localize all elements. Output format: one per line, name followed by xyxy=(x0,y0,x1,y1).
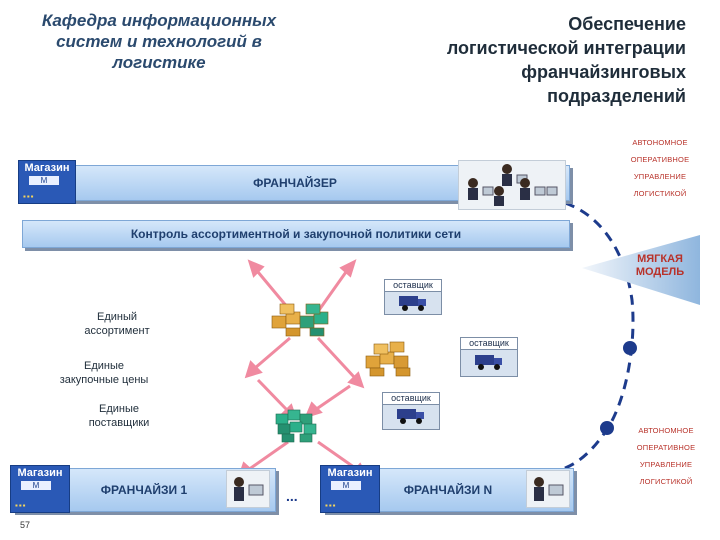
control-label: Контроль ассортиментной и закупочной пол… xyxy=(130,227,462,241)
office-worker-icon xyxy=(534,477,564,501)
shop-window-icon: ▪▪▪ xyxy=(15,501,27,510)
benefit-line: закупочные цены xyxy=(59,374,149,386)
goods-stack-top xyxy=(271,303,329,337)
franchisor-staff-icon xyxy=(458,160,566,210)
title-line: логистической интеграции xyxy=(446,38,686,58)
goods-stack-middle xyxy=(365,341,411,377)
department-title: Кафедра информационных систем и технолог… xyxy=(14,10,304,73)
benefit-line: Единые xyxy=(99,403,139,415)
autonomous-management-top: АВТОНОМНОЕ ОПЕРАТИВНОЕ УПРАВЛЕНИЕ ЛОГИСТ… xyxy=(610,134,710,202)
title-line: франчайзинговых xyxy=(521,62,686,82)
franchisee-n-shop-icon: Магазин М ▪▪▪ xyxy=(320,465,380,513)
benefit-line: ассортимент xyxy=(84,325,150,337)
shop-sign: М xyxy=(331,481,361,490)
supplier-card: оставщик xyxy=(384,279,442,315)
autonomous-line: ЛОГИСТИКОЙ xyxy=(639,477,693,486)
shop-label: Магазин xyxy=(327,467,373,479)
arrow-line xyxy=(256,378,289,412)
franchisor-label: ФРАНЧАЙЗЕР xyxy=(253,176,337,190)
arrow-head-icon xyxy=(304,401,323,419)
franchisee-1-shop-icon: Магазин М ▪▪▪ xyxy=(10,465,70,513)
shop-label: Магазин xyxy=(24,162,70,174)
shop-window-icon: ▪▪▪ xyxy=(325,501,337,510)
shop-sign: М xyxy=(29,176,59,185)
shop-label: Магазин xyxy=(17,467,63,479)
benefit-line: поставщики xyxy=(88,417,150,429)
arrow-line xyxy=(316,336,357,380)
office-workers-icon xyxy=(468,164,558,206)
soft-model-line: МОДЕЛЬ xyxy=(635,266,685,278)
ellipsis: ... xyxy=(286,488,298,504)
autonomous-line: ОПЕРАТИВНОЕ xyxy=(630,155,690,164)
franchisee-n-staff-icon xyxy=(526,470,570,508)
franchisee-n-label: ФРАНЧАЙЗИ N xyxy=(403,483,493,497)
slide-title: Обеспечение логистической интеграции фра… xyxy=(356,12,686,108)
page-number: 57 xyxy=(20,520,31,530)
arrow-line xyxy=(247,440,289,472)
department-line: логистике xyxy=(112,53,206,72)
autonomous-management-bottom: АВТОНОМНОЕ ОПЕРАТИВНОЕ УПРАВЛЕНИЕ ЛОГИСТ… xyxy=(616,422,716,490)
autonomous-line: АВТОНОМНОЕ xyxy=(638,426,694,435)
soft-model-triangle xyxy=(582,235,700,305)
soft-model-line: МЯГКАЯ xyxy=(637,253,683,265)
autonomous-line: ОПЕРАТИВНОЕ xyxy=(636,443,696,452)
arc-dot-icon xyxy=(600,421,614,435)
title-line: Обеспечение xyxy=(568,14,686,34)
arrow-head-icon xyxy=(347,371,365,389)
shop-sign: М xyxy=(21,481,51,490)
control-bar: Контроль ассортиментной и закупочной пол… xyxy=(22,220,570,248)
arrow-line xyxy=(254,336,291,370)
benefit-line: Единый xyxy=(96,311,138,323)
shop-window-icon: ▪▪▪ xyxy=(23,192,35,201)
truck-icon xyxy=(399,296,426,311)
autonomous-line: УПРАВЛЕНИЕ xyxy=(633,172,687,181)
office-worker-icon xyxy=(234,477,264,501)
franchisee-1-label: ФРАНЧАЙЗИ 1 xyxy=(100,483,188,497)
arc-dot-icon xyxy=(623,341,637,355)
autonomous-line: УПРАВЛЕНИЕ xyxy=(639,460,693,469)
soft-model-label: МЯГКАЯ МОДЕЛЬ xyxy=(622,253,698,279)
benefit-line: Единые xyxy=(84,360,124,372)
benefit-assortment: Единый ассортимент xyxy=(62,310,172,338)
supplier-card: оставщик xyxy=(460,337,518,377)
franchisee-1-staff-icon xyxy=(226,470,270,508)
arrow-head-icon xyxy=(247,259,265,278)
autonomous-line: ЛОГИСТИКОЙ xyxy=(633,189,687,198)
benefit-suppliers: Единые поставщики xyxy=(64,402,174,430)
arrow-line xyxy=(314,384,351,412)
supplier-card: оставщик xyxy=(382,392,440,430)
supplier-label: оставщик xyxy=(461,338,517,350)
supplier-label: оставщик xyxy=(385,280,441,292)
department-line: Кафедра информационных xyxy=(41,11,277,30)
department-line: систем и технологий в xyxy=(56,32,262,51)
franchisor-shop-icon: Магазин М ▪▪▪ xyxy=(18,160,76,204)
autonomous-line: АВТОНОМНОЕ xyxy=(632,138,688,147)
benefit-prices: Единые закупочные цены xyxy=(34,359,174,387)
arrow-head-icon xyxy=(244,360,263,379)
title-line: подразделений xyxy=(547,86,686,106)
truck-icon xyxy=(397,409,424,424)
supplier-label: оставщик xyxy=(383,393,439,405)
arrow-head-icon xyxy=(339,259,357,278)
goods-stack-bottom xyxy=(275,409,317,443)
truck-icon xyxy=(475,355,502,370)
